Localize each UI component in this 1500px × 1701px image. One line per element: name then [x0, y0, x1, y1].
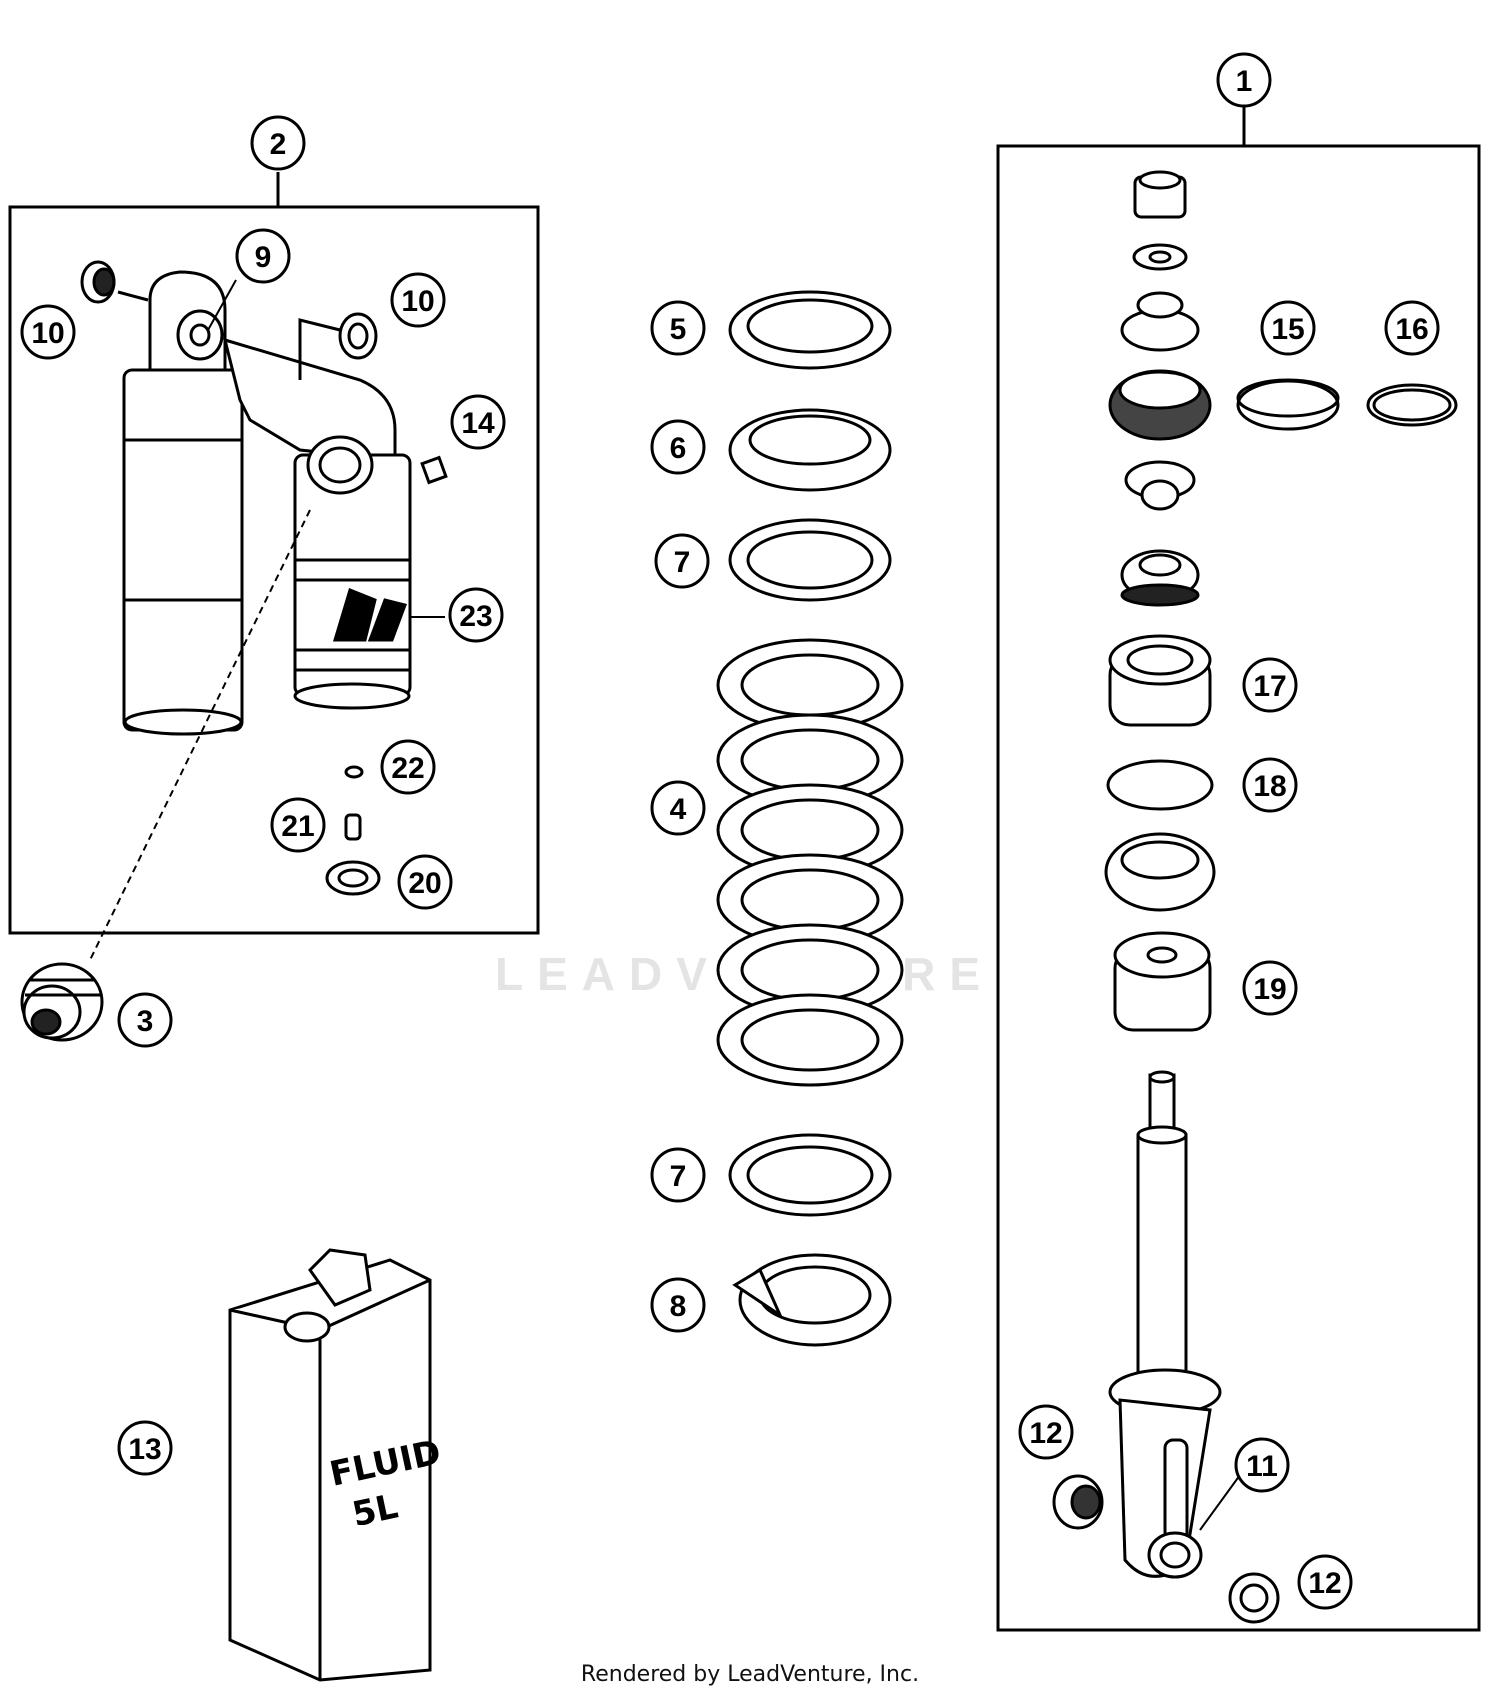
- callout-6: 6: [650, 419, 706, 475]
- callout-15: 15: [1260, 300, 1316, 356]
- footer-credit: Rendered by LeadVenture, Inc.: [580, 1662, 920, 1687]
- svg-text:23: 23: [459, 600, 492, 633]
- callout-1: 1: [1216, 52, 1272, 108]
- callout-13: 13: [117, 1420, 173, 1476]
- valve-3: [20, 962, 104, 1042]
- svg-text:20: 20: [408, 867, 441, 900]
- callout-18: 18: [1242, 757, 1298, 813]
- callout-17: 17: [1242, 657, 1298, 713]
- svg-text:5: 5: [670, 313, 687, 346]
- svg-text:18: 18: [1253, 770, 1286, 803]
- callout-7-top: 7: [654, 533, 710, 589]
- callout-5: 5: [650, 300, 706, 356]
- svg-text:16: 16: [1395, 313, 1428, 346]
- svg-text:6: 6: [670, 432, 687, 465]
- svg-text:22: 22: [391, 752, 424, 785]
- small-parts-20-22: [325, 765, 381, 896]
- damper-parts: [1052, 170, 1458, 1624]
- svg-text:13: 13: [128, 1433, 161, 1466]
- callout-23: 23: [448, 587, 504, 643]
- svg-text:7: 7: [670, 1160, 687, 1193]
- bushing-10-right: [298, 312, 378, 380]
- callout-12-left: 12: [1018, 1404, 1074, 1460]
- callout-7-bottom: 7: [650, 1147, 706, 1203]
- svg-text:3: 3: [137, 1005, 154, 1038]
- callout-19: 19: [1242, 960, 1298, 1016]
- group-2-box: [8, 172, 540, 935]
- svg-text:21: 21: [281, 810, 314, 843]
- ring-5: [728, 290, 892, 370]
- svg-text:7: 7: [674, 546, 691, 579]
- svg-text:14: 14: [461, 407, 495, 440]
- shim-7-bottom: [728, 1133, 892, 1217]
- spring-seat-8: [732, 1253, 892, 1347]
- svg-text:12: 12: [1029, 1417, 1062, 1450]
- svg-text:10: 10: [401, 285, 434, 318]
- callout-9: 9: [235, 228, 291, 284]
- callout-20: 20: [397, 854, 453, 910]
- svg-text:19: 19: [1253, 973, 1286, 1006]
- callout-12-right: 12: [1297, 1554, 1353, 1610]
- leader-lines: [207, 279, 1241, 1531]
- callout-11: 11: [1234, 1437, 1290, 1493]
- callout-2: 2: [250, 115, 306, 171]
- svg-text:12: 12: [1308, 1567, 1341, 1600]
- callout-8: 8: [650, 1277, 706, 1333]
- container-volume: 5L: [349, 1487, 402, 1536]
- callout-21: 21: [270, 797, 326, 853]
- svg-text:1: 1: [1236, 65, 1253, 98]
- svg-text:15: 15: [1271, 313, 1304, 346]
- callout-14: 14: [450, 394, 506, 450]
- shock-body: [122, 270, 412, 736]
- bushing-10-left: [80, 260, 149, 304]
- svg-text:4: 4: [670, 793, 687, 826]
- svg-text:17: 17: [1253, 670, 1286, 703]
- svg-text:2: 2: [270, 128, 287, 161]
- callout-4: 4: [650, 780, 706, 836]
- spring-4: [716, 638, 904, 1087]
- callout-10-right: 10: [390, 272, 446, 328]
- svg-text:8: 8: [670, 1290, 687, 1323]
- svg-text:11: 11: [1246, 1450, 1278, 1483]
- group-1-box: [996, 105, 1481, 1632]
- svg-text:10: 10: [31, 317, 64, 350]
- callout-16: 16: [1384, 300, 1440, 356]
- callout-3: 3: [117, 992, 173, 1048]
- callout-10-left: 10: [20, 304, 76, 360]
- svg-text:9: 9: [255, 241, 272, 274]
- ring-6: [728, 408, 892, 492]
- screw-14: [420, 455, 448, 485]
- shim-7-top: [728, 518, 892, 602]
- fluid-container-13: [228, 1248, 432, 1682]
- callout-22: 22: [380, 739, 436, 795]
